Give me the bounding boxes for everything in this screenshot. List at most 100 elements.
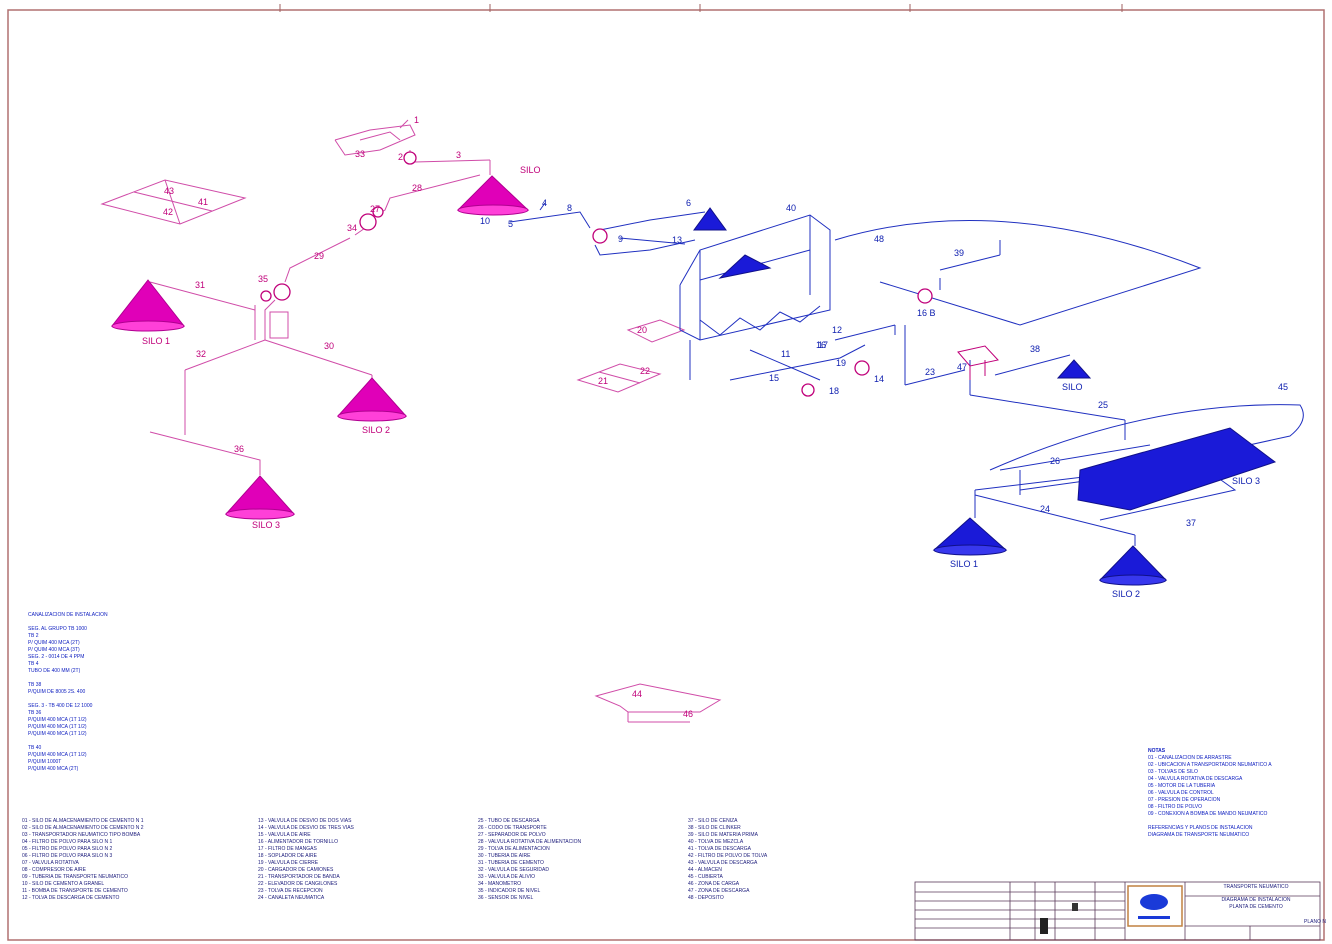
line-tag-20: 20 bbox=[637, 325, 647, 335]
line-tag-9: 9 bbox=[618, 234, 623, 244]
unloading-shed bbox=[957, 345, 999, 380]
line-tag-40: 40 bbox=[786, 203, 796, 213]
equipment-item: 27 - SEPARADOR DE POLVO bbox=[478, 832, 546, 838]
pink-silo-1 bbox=[110, 279, 186, 332]
equipment-item: 29 - TOLVA DE ALIMENTACION bbox=[478, 846, 550, 852]
spec-line: SEG. 3 - TB 400 DE 12 1000 bbox=[28, 703, 93, 709]
line-tag-10: 10 bbox=[480, 216, 490, 226]
line-tag-19: 19 bbox=[836, 358, 846, 368]
spec-line: SEG. 2 - 0014 DE 4 PPM bbox=[28, 654, 85, 660]
spec-line: P/QUIM 1000T bbox=[28, 759, 62, 765]
line-tag-24: 24 bbox=[1040, 504, 1050, 514]
equipment-item: 01 - SILO DE ALMACENAMIENTO DE CEMENTO N… bbox=[22, 818, 144, 824]
equipment-item: 19 - VALVULA DE CIERRE bbox=[258, 860, 319, 866]
spec-line: P/QUIM 400 MCA (1T 1/2) bbox=[28, 752, 87, 758]
line-tag-12: 12 bbox=[832, 325, 842, 335]
drawing-title-1: DIAGRAMA DE INSTALACION bbox=[1221, 897, 1291, 903]
pink-silo-top bbox=[456, 175, 530, 216]
line-tag-48: 48 bbox=[874, 234, 884, 244]
spec-line bbox=[28, 619, 198, 626]
line-tag-14: 14 bbox=[874, 374, 884, 384]
spec-line: TB 40 bbox=[28, 745, 42, 751]
line-tag-30: 30 bbox=[324, 341, 334, 351]
equipment-item: 48 - DEPOSITO bbox=[688, 895, 724, 901]
equipment-item: 30 - TUBERIA DE AIRE bbox=[478, 853, 531, 859]
equipment-item: 34 - MANOMETRO bbox=[478, 881, 522, 887]
drawing-number: PLANO N bbox=[1304, 919, 1326, 925]
legend-item: 08 - FILTRO DE POLVO bbox=[1148, 804, 1202, 810]
pink-silo-3 bbox=[224, 475, 296, 520]
line-tag-39: 39 bbox=[954, 248, 964, 258]
spec-line: TUBO DE 400 MM (2T) bbox=[28, 668, 81, 674]
line-tag-17: 17 bbox=[818, 340, 828, 350]
equipment-item: 20 - CARGADOR DE CAMIONES bbox=[258, 867, 334, 873]
equipment-item: 43 - VALVULA DE DESCARGA bbox=[688, 860, 758, 866]
line-tag-33: 33 bbox=[355, 149, 365, 159]
line-tag-41: 41 bbox=[198, 197, 208, 207]
line-tag-37: 37 bbox=[1186, 518, 1196, 528]
company-logo bbox=[1138, 894, 1170, 919]
pink-silo-top-label: SILO bbox=[520, 165, 541, 175]
line-tag-18: 18 bbox=[829, 386, 839, 396]
line-tag-45: 45 bbox=[1278, 382, 1288, 392]
blue-silo-1 bbox=[932, 517, 1008, 556]
spec-line: P/QUIM 400 MCA (1T 1/2) bbox=[28, 731, 87, 737]
spec-line: TB 38 bbox=[28, 682, 42, 688]
line-tag-46: 46 bbox=[683, 709, 693, 719]
equipment-item: 16 - ALIMENTADOR DE TORNILLO bbox=[258, 839, 339, 845]
line-tag-11: 11 bbox=[781, 349, 790, 359]
spec-line bbox=[28, 675, 198, 682]
equipment-item: 26 - CODO DE TRANSPORTE bbox=[478, 825, 547, 831]
legend-title: NOTAS bbox=[1148, 748, 1166, 754]
equipment-item: 17 - FILTRO DE MANGAS bbox=[258, 846, 317, 852]
spec-line: TB 4 bbox=[28, 661, 39, 667]
line-tag-8: 8 bbox=[567, 203, 572, 213]
equipment-item: 47 - ZONA DE DESCARGA bbox=[688, 888, 750, 894]
legend-item: 05 - MOTOR DE LA TUBERIA bbox=[1148, 783, 1216, 789]
silo-label-group: SILO 1 SILO 2 SILO 3 SILO SILO SILO 1 SI… bbox=[142, 165, 1260, 599]
equipment-item: 05 - FILTRO DE POLVO PARA SILO N 2 bbox=[22, 846, 113, 852]
equipment-item: 18 - SOPLADOR DE AIRE bbox=[258, 853, 317, 859]
line-tag-5: 5 bbox=[508, 219, 513, 229]
equipment-item: 14 - VALVULA DE DESVIO DE TRES VIAS bbox=[258, 825, 354, 831]
equipment-item: 39 - SILO DE MATERIA PRIMA bbox=[688, 832, 758, 838]
equipment-item: 36 - SENSOR DE NIVEL bbox=[478, 895, 534, 901]
equipment-item: 12 - TOLVA DE DESCARGA DE CEMENTO bbox=[22, 895, 120, 901]
line-tag-38: 38 bbox=[1030, 344, 1040, 354]
spec-line: SEG. AL GRUPO TB 1000 bbox=[28, 626, 87, 632]
equipment-item: 35 - INDICADOR DE NIVEL bbox=[478, 888, 541, 894]
line-tag-15: 15 bbox=[769, 373, 779, 383]
legend-item: 03 - TOLVAS DE SILO bbox=[1148, 769, 1198, 775]
spec-line: TB 2 bbox=[28, 633, 39, 639]
line-tag-25: 25 bbox=[1098, 400, 1108, 410]
spec-line: P/QUIM 400 MCA (1T 1/2) bbox=[28, 724, 87, 730]
line-tag-23: 23 bbox=[925, 367, 935, 377]
equipment-item: 25 - TUBO DE DESCARGA bbox=[478, 818, 540, 824]
equipment-item: 04 - FILTRO DE POLVO PARA SILO N 1 bbox=[22, 839, 113, 845]
line-tag-35: 35 bbox=[258, 274, 268, 284]
line-tag-42: 42 bbox=[163, 207, 173, 217]
equipment-item: 06 - FILTRO DE POLVO PARA SILO N 3 bbox=[22, 853, 113, 859]
line-tag-1: 1 bbox=[414, 115, 419, 125]
equipment-item: 15 - VALVULA DE AIRE bbox=[258, 832, 311, 838]
line-tag-3: 3 bbox=[456, 150, 461, 160]
line-tag-36: 36 bbox=[234, 444, 244, 454]
line-tag-29: 29 bbox=[314, 251, 324, 261]
legend-item: DIAGRAMA DE TRANSPORTE NEUMATICO bbox=[1148, 832, 1250, 838]
legend-item: 07 - PRESION DE OPERACION bbox=[1148, 797, 1221, 803]
blue-piping bbox=[509, 202, 1304, 546]
equipment-item: 08 - COMPRESOR DE AIRE bbox=[22, 867, 86, 873]
pink-silo-3-label: SILO 3 bbox=[252, 520, 280, 530]
pink-pads bbox=[100, 179, 722, 723]
equipment-item: 09 - TUBERIA DE TRANSPORTE NEUMATICO bbox=[22, 874, 129, 880]
legend-item: 04 - VALVULA ROTATIVA DE DESCARGA bbox=[1148, 776, 1243, 782]
line-tag-32: 32 bbox=[196, 349, 206, 359]
line-tag-21: 21 bbox=[598, 376, 608, 386]
line-tag-13: 13 bbox=[672, 235, 682, 245]
title-block bbox=[914, 881, 1321, 941]
